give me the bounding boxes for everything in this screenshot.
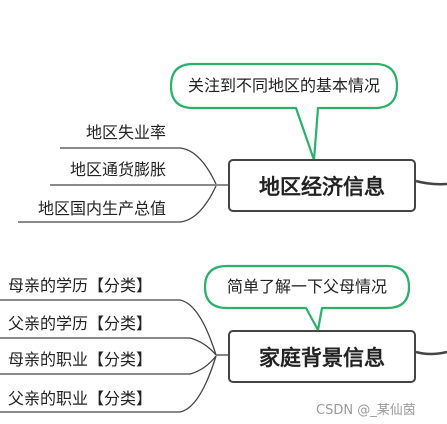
leaf-label: 地区国内生产总值 <box>37 199 166 218</box>
callout-bubble-shape <box>169 62 399 162</box>
topic-node[interactable]: 家庭背景信息 <box>228 330 416 383</box>
right-connector <box>415 179 447 186</box>
leaf-label: 父亲的职业【分类】 <box>8 389 153 408</box>
branch-line <box>0 299 217 356</box>
branch-line <box>60 147 217 185</box>
branch-line <box>0 337 217 356</box>
branch-line <box>0 355 217 413</box>
leaf-label: 地区通货膨胀 <box>69 160 166 179</box>
branch-line <box>18 185 217 223</box>
callout-text: 简单了解一下父母情况 <box>226 277 387 296</box>
right-connector <box>415 350 447 356</box>
watermark: CSDN @_某仙茵 <box>316 403 416 418</box>
callout-text: 关注到不同地区的基本情况 <box>187 76 380 95</box>
leaf-label: 母亲的职业【分类】 <box>8 350 153 369</box>
branch-line <box>0 355 217 375</box>
topic-node[interactable]: 地区经济信息 <box>228 159 416 212</box>
leaf-label: 母亲的学历【分类】 <box>8 276 153 295</box>
leaf-label: 父亲的学历【分类】 <box>8 314 153 333</box>
leaf-label: 地区失业率 <box>85 123 166 142</box>
callout-bubble-shape <box>203 264 411 332</box>
